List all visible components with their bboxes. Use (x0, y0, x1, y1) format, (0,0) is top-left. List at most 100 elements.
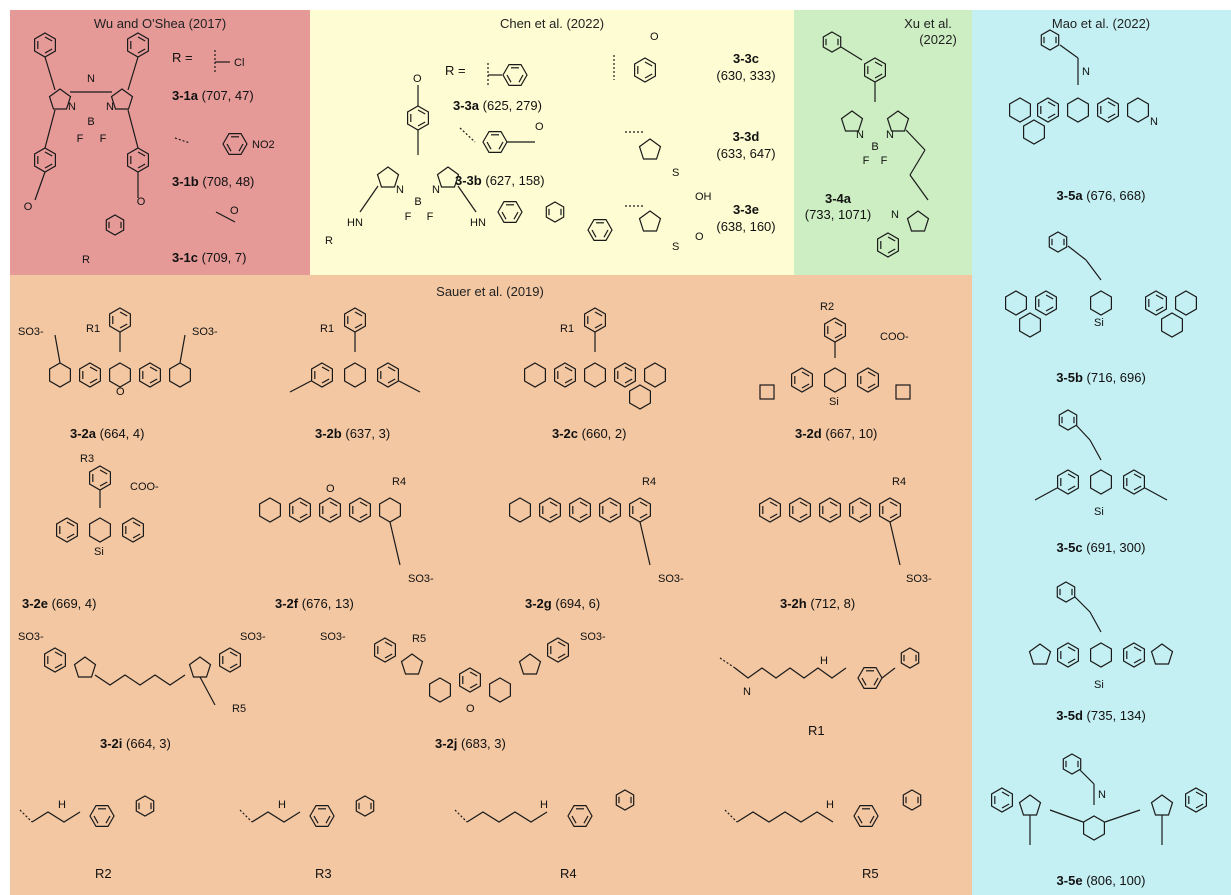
chen-3b-o: O (535, 121, 544, 133)
wu-atom-f2: F (100, 133, 107, 145)
label-3-2i: 3-2i (664, 3) (100, 736, 171, 751)
wu-atom-o-right: O (137, 196, 146, 208)
sauer-r1-h: H (820, 655, 828, 667)
label-3-2h: 3-2h (712, 8) (780, 596, 855, 611)
sauer-3-2b-structure (289, 307, 421, 393)
sauer-2b-r1: R1 (320, 323, 334, 335)
label-3-2c: 3-2c (660, 2) (552, 426, 626, 441)
sauer-2d-coo: COO- (880, 331, 909, 343)
sauer-3-2a-structure (48, 307, 191, 388)
sauer-2h-r4: R4 (892, 476, 906, 488)
sauer-2j-o: O (466, 703, 475, 715)
sauer-3-2e-structure (55, 465, 144, 543)
sauer-2e-coo: COO- (130, 481, 159, 493)
label-3-5d: 3-5d (735, 134) (1056, 708, 1146, 723)
sauer-3-2h-structure (758, 497, 902, 566)
mao-3-5c-structure (1034, 409, 1168, 501)
label-3-4a-id: 3-4a (825, 191, 852, 206)
wu-sub-cl: Cl (234, 57, 244, 69)
label-3-3d-values: (633, 647) (716, 146, 775, 161)
chen-atom-hn-left: HN (347, 217, 363, 229)
sauer-r1-linker (719, 647, 920, 690)
mao-3-5d-structure (1028, 581, 1174, 668)
wu-panel (10, 10, 310, 275)
mao-5d-si: Si (1094, 679, 1104, 691)
chen-bodipy-structure (359, 85, 613, 241)
wu-sub-nitrophenoxy (174, 133, 248, 155)
sauer-3-2g-structure (509, 497, 652, 566)
label-3-5b: 3-5b (716, 696) (1056, 370, 1146, 385)
sauer-2i-so3-left: SO3- (18, 631, 44, 643)
sauer-2a-so3-left: SO3- (18, 326, 44, 338)
sauer-r2-h: H (58, 799, 66, 811)
sauer-2e-r3: R3 (80, 453, 94, 465)
chen-atom-f2: F (427, 211, 434, 223)
xu-atom-f2: F (881, 155, 888, 167)
sauer-r1-n: N (743, 686, 751, 698)
chen-panel (310, 10, 794, 275)
xu-atom-n2: N (886, 129, 894, 141)
sauer-r5-label: R5 (862, 866, 879, 881)
mao-5a-n-ring: N (1150, 116, 1158, 128)
sauer-r2-linker (19, 795, 155, 828)
chen-3c-o: O (650, 31, 659, 43)
wu-sub-o: O (230, 205, 239, 217)
wu-atom-f1: F (77, 133, 84, 145)
sauer-3-2c-structure (523, 307, 667, 410)
label-3-2e: 3-2e (669, 4) (22, 596, 96, 611)
wu-bodipy-structure (33, 32, 149, 236)
label-3-3e-values: (638, 160) (716, 219, 775, 234)
sauer-2g-so3: SO3- (658, 573, 684, 585)
label-3-2d: 3-2d (667, 10) (795, 426, 877, 441)
chen-atom-f1: F (405, 211, 412, 223)
chen-3e-oh: OH (695, 191, 712, 203)
sauer-r1-label: R1 (808, 723, 825, 738)
sauer-r4-h: H (540, 799, 548, 811)
sauer-2i-r5: R5 (232, 703, 246, 715)
wu-sub-no2: NO2 (252, 139, 275, 151)
wu-title: Wu and O'Shea (2017) (94, 16, 226, 31)
sauer-3-2d-structure (759, 317, 911, 400)
label-3-1c: 3-1c (709, 7) (172, 250, 246, 265)
chen-atom-b: B (414, 196, 421, 208)
xu-bodipy-structure (822, 31, 930, 258)
sauer-2f-o: O (326, 483, 335, 495)
mao-5c-si: Si (1094, 506, 1104, 518)
chen-atom-hn-right: HN (470, 217, 486, 229)
label-3-3a: 3-3a (625, 279) (453, 98, 542, 113)
sauer-2a-so3-right: SO3- (192, 326, 218, 338)
label-3-2j: 3-2j (683, 3) (435, 736, 506, 751)
xu-atom-n1: N (856, 129, 864, 141)
sauer-2c-r1: R1 (560, 323, 574, 335)
sauer-2f-so3: SO3- (408, 573, 434, 585)
sauer-title: Sauer et al. (2019) (436, 284, 544, 299)
chen-r-equals: R = (445, 63, 466, 78)
wu-atom-n-top: N (87, 73, 95, 85)
label-3-2b: 3-2b (637, 3) (315, 426, 390, 441)
label-3-4a-values: (733, 1071) (805, 207, 872, 222)
xu-atom-b: B (871, 141, 878, 153)
sauer-2j-r5: R5 (412, 633, 426, 645)
sauer-2i-so3-right: SO3- (240, 631, 266, 643)
label-3-1b: 3-1b (708, 48) (172, 174, 254, 189)
label-3-3e-id: 3-3e (733, 202, 759, 217)
sauer-2d-r2: R2 (820, 301, 834, 313)
sauer-r3-h: H (278, 799, 286, 811)
xu-title-1: Xu et al. (904, 16, 952, 31)
sauer-r2-label: R2 (95, 866, 112, 881)
chen-title: Chen et al. (2022) (500, 16, 604, 31)
label-3-3d-id: 3-3d (733, 129, 760, 144)
sauer-2h-so3: SO3- (906, 573, 932, 585)
wu-atom-o-left: O (24, 201, 33, 213)
sauer-3-2i-structure (43, 647, 241, 706)
sauer-2a-r1: R1 (86, 323, 100, 335)
label-3-5e: 3-5e (806, 100) (1057, 873, 1146, 888)
sauer-2j-so3-left: SO3- (320, 631, 346, 643)
chen-atom-o-top: O (413, 73, 422, 85)
label-3-1a: 3-1a (707, 47) (172, 88, 254, 103)
label-3-2g: 3-2g (694, 6) (525, 596, 600, 611)
mao-3-5a-structure (1008, 29, 1150, 145)
sauer-r3-label: R3 (315, 866, 332, 881)
sauer-2j-so3-right: SO3- (580, 631, 606, 643)
